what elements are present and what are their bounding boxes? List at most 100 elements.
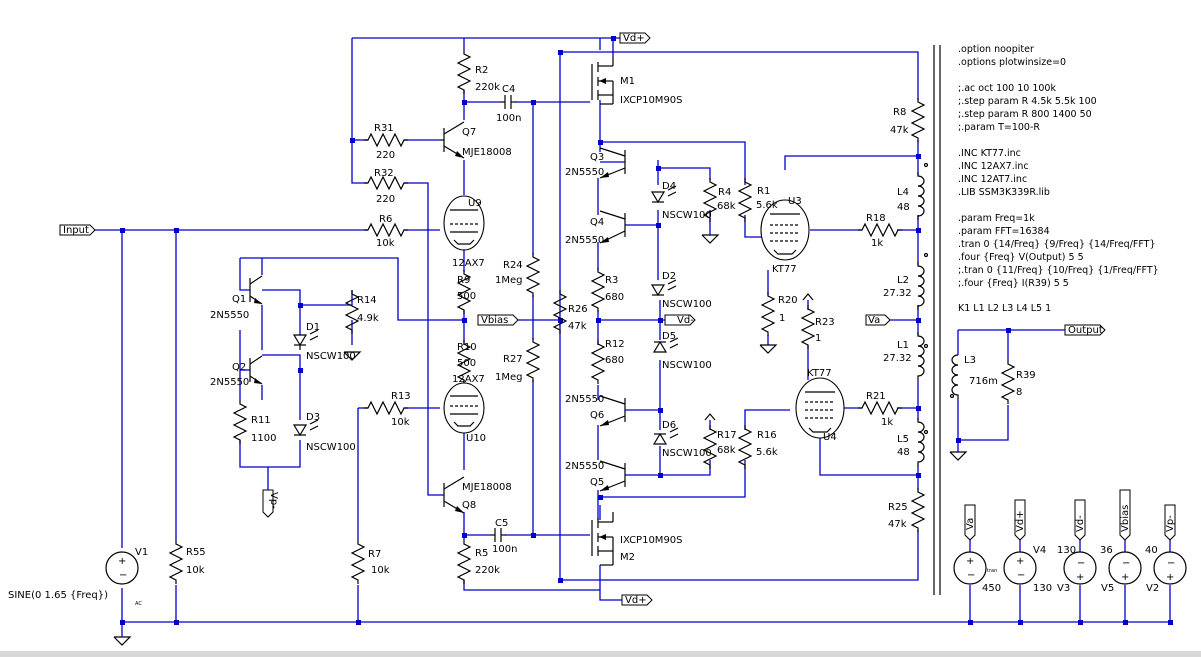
svg-text:R14: R14 [357,295,377,306]
svg-text:47k: 47k [568,321,587,332]
svg-text:Output: Output [1068,325,1103,336]
transistor-Q5[interactable] [599,460,626,492]
svg-text:40: 40 [1145,545,1158,556]
svg-text:Q5: Q5 [590,477,604,488]
inductor-L5[interactable] [917,417,925,467]
svg-text:10k: 10k [376,238,395,249]
transistor-Q4[interactable] [599,210,626,244]
voltage-source-V3[interactable]: −+ [1063,551,1097,585]
svg-text:220: 220 [376,150,395,161]
resistor-R13[interactable] [363,401,409,415]
resistor-R3[interactable] [591,267,605,313]
transistor-Q7[interactable] [440,121,465,159]
svg-text:5.6k: 5.6k [756,447,778,458]
svg-text:5.6k: 5.6k [756,200,778,211]
svg-text:−: − [1077,558,1085,569]
resistor-R25[interactable] [911,487,925,533]
mosfet-M1[interactable] [591,56,614,105]
svg-text:Va: Va [965,518,976,530]
voltage-source-V5[interactable]: −+ [1108,551,1142,585]
resistor-R21[interactable] [857,401,903,415]
inductor-L4[interactable] [917,171,925,221]
resistor-R55[interactable] [169,539,183,585]
resistor-R2[interactable] [457,49,471,95]
svg-text:R21: R21 [866,391,886,402]
svg-text:R7: R7 [368,549,381,560]
net-label-vd-plus-top[interactable]: Vd+ [619,32,651,44]
net-label-va[interactable]: Va [865,314,891,326]
svg-text:Q8: Q8 [462,500,476,511]
svg-text:−: − [1167,558,1175,569]
net-label-vp-minus[interactable]: Vp- [262,489,279,518]
resistor-R20[interactable] [761,291,775,337]
svg-text:V1: V1 [135,547,148,558]
voltage-source-V4[interactable]: +− [1003,551,1037,585]
resistor-R6[interactable] [363,223,409,237]
net-label-src-vp-minus[interactable]: Vp- [1164,504,1176,541]
resistor-R31[interactable] [363,133,409,147]
resistor-R12[interactable] [591,339,605,385]
svg-text:NSCW100: NSCW100 [662,210,712,221]
tube-U4[interactable] [795,377,845,439]
ground-icon [113,636,131,646]
transistor-Q6[interactable] [599,395,626,427]
mosfet-M2[interactable] [591,512,614,566]
led-D4[interactable] [650,185,677,204]
led-D5[interactable] [652,337,679,353]
led-D2[interactable] [650,279,677,297]
resistor-R39[interactable] [1001,359,1015,405]
inductor-L3[interactable] [951,354,959,400]
inductor-L2[interactable] [917,261,925,311]
net-label-vd-plus-bottom[interactable]: Vd+ [621,594,653,606]
resistor-R24[interactable] [526,252,540,298]
resistor-R23[interactable] [801,304,815,350]
transistor-Q3[interactable] [599,147,626,179]
resistor-R18[interactable] [857,223,903,237]
net-label-input[interactable]: Input [59,224,96,236]
svg-text:R27: R27 [503,354,523,365]
net-label-vd-minus[interactable]: Vd- [664,314,696,326]
resistor-R5[interactable] [457,539,471,585]
svg-text:;.ac oct 100 10 100k: ;.ac oct 100 10 100k [958,83,1056,94]
net-label-src-vbias[interactable]: Vbias [1119,489,1131,541]
tube-U10[interactable] [443,382,485,434]
resistor-R11[interactable] [233,399,247,445]
led-D3[interactable] [292,419,319,437]
transistor-Q2[interactable] [249,355,263,385]
svg-text:+: + [1166,572,1174,583]
svg-text:12AX7: 12AX7 [452,374,485,385]
svg-text:47k: 47k [888,519,907,530]
net-label-src-va[interactable]: Va [964,504,976,541]
voltage-source-Va[interactable]: +− [953,551,987,585]
voltage-source-V2[interactable]: −+ [1153,551,1187,585]
net-label-output[interactable]: Output [1064,324,1106,336]
svg-text:1k: 1k [881,417,893,428]
resistor-R8[interactable] [911,97,925,143]
resistor-R27[interactable] [526,337,540,383]
svg-text:Q1: Q1 [232,294,246,305]
net-label-vbias[interactable]: Vbias [477,314,519,326]
svg-text:D2: D2 [662,271,676,282]
transistor-Q1[interactable] [249,275,263,305]
inductor-L1[interactable] [917,331,925,381]
bottom-scrollbar[interactable] [0,651,1201,657]
transistor-Q8[interactable] [443,476,465,514]
net-label-src-vd-plus[interactable]: Vd+ [1014,499,1026,541]
tube-U9[interactable] [443,195,485,251]
led-D1[interactable] [292,329,319,350]
capacitor-C4[interactable] [500,95,516,109]
coupling-directive: K1 L1 L2 L3 L4 L5 1 [958,303,1051,314]
net-label-src-vd-minus[interactable]: Vd- [1074,499,1086,541]
svg-text:27.32: 27.32 [883,288,912,299]
svg-text:R31: R31 [374,123,394,134]
svg-text:R24: R24 [503,260,523,271]
svg-text:48: 48 [897,202,910,213]
resistor-R7[interactable] [351,539,365,585]
svg-text:C4: C4 [502,84,515,95]
led-D6[interactable] [652,427,679,445]
spice-directives[interactable]: .option noopiter .options plotwinsize=0 … [958,44,1159,314]
capacitor-C5[interactable] [490,528,506,542]
tube-U3[interactable] [760,199,810,261]
voltage-source-V1[interactable]: +− [105,551,139,585]
